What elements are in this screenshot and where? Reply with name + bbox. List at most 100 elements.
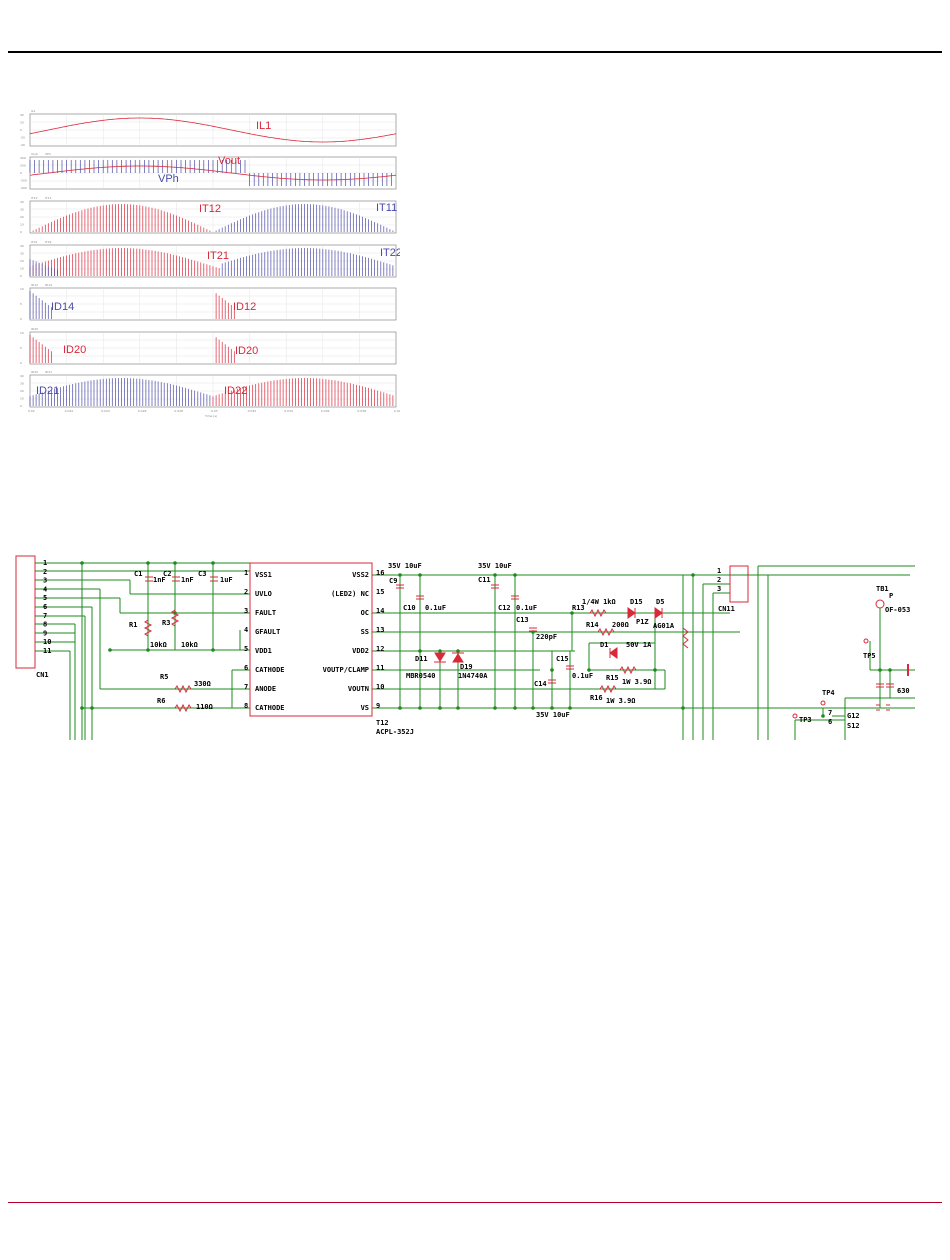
- panel-header-label: ID21: [45, 370, 52, 374]
- ic-pin-number: 9: [376, 702, 380, 710]
- connector-pin-number: 11: [43, 647, 51, 655]
- ic-pin-number: 10: [376, 683, 384, 691]
- ic-pin-name: SS: [361, 628, 369, 636]
- component-label-q_g: G12: [847, 712, 860, 720]
- y-tick-label: 40: [20, 244, 24, 248]
- component-label-d15: D15: [630, 598, 643, 606]
- ic-pin-number: 5: [244, 645, 248, 653]
- component-label-c630: 630: [897, 687, 910, 695]
- y-tick-label: 10: [20, 223, 24, 227]
- trace-label: ID12: [233, 301, 256, 313]
- connector-pin-number: 8: [43, 621, 47, 629]
- y-tick-label: 0: [20, 171, 22, 175]
- component-label-d11v: MBR0540: [406, 672, 436, 680]
- component-label-tp3: TP3: [799, 716, 812, 724]
- y-tick-label: 30: [20, 208, 24, 212]
- trace-label: IT11: [376, 202, 397, 214]
- component-label-tb1p: P: [889, 592, 893, 600]
- component-label-c3v: 1uF: [220, 576, 233, 584]
- connector-pin-number: 3: [717, 585, 721, 593]
- panel-header-label: VPh: [45, 152, 51, 156]
- ic-pin-name: FAULT: [255, 609, 276, 617]
- ic-ref: T12: [376, 719, 389, 727]
- trace-label: IT22: [380, 247, 400, 259]
- component-label-c11: C11: [478, 576, 491, 584]
- component-label-r1v: 10kΩ: [150, 641, 167, 649]
- component-label-d5v: AG01A: [653, 622, 675, 630]
- panel-header-label: ID20: [31, 327, 38, 331]
- ic-pin-name: VOUTN: [348, 685, 369, 693]
- ic-pin-name: (LED2) NC: [331, 590, 369, 598]
- y-tick-label: 40: [20, 200, 24, 204]
- connector-pin-number: 3: [43, 577, 47, 585]
- ic-pin-name: VSS1: [255, 571, 272, 579]
- ic-pin-name: VOUTP/CLAMP: [323, 666, 369, 674]
- header-rule: [8, 51, 942, 53]
- ic-pin-name: UVLO: [255, 590, 272, 598]
- ic-pin-number: 8: [244, 702, 248, 710]
- component-label-r3: R3: [162, 619, 170, 627]
- x-tick-label: 0.032: [248, 409, 257, 413]
- ic-pin-name: VSS2: [352, 571, 369, 579]
- x-tick-label: 0.034: [284, 409, 293, 413]
- component-label-c12: C12: [498, 604, 511, 612]
- component-label-c1v: 1nF: [153, 576, 166, 584]
- component-outlines: [15, 555, 909, 719]
- ic-pin-number: 2: [244, 588, 248, 596]
- y-tick-label: 5: [20, 302, 22, 306]
- ic-pin-number: 12: [376, 645, 384, 653]
- trace-label: ID14: [51, 301, 74, 313]
- x-tick-label: 0.02: [28, 409, 35, 413]
- trace: [29, 165, 397, 181]
- y-tick-label: 20: [20, 121, 24, 125]
- component-label-c13: C13: [516, 616, 529, 624]
- trace: [29, 335, 52, 363]
- panel-header-label: IT12: [31, 196, 38, 200]
- trace-label: IT12: [199, 203, 221, 215]
- trace: [221, 248, 394, 276]
- ic-pin-number: 11: [376, 664, 384, 672]
- footer-rule: [8, 1202, 942, 1203]
- y-tick-label: 20: [20, 259, 24, 263]
- y-tick-label: 0: [20, 128, 22, 132]
- ic-pin-name: VS: [361, 704, 369, 712]
- ic-pin-number: 6: [244, 664, 248, 672]
- connector-pin-number: 5: [43, 594, 47, 602]
- x-tick-label: 0.024: [101, 409, 110, 413]
- component-label-r5v: 330Ω: [194, 680, 211, 688]
- component-label-c15v: 0.1uF: [572, 672, 593, 680]
- panel-header-label: IL1: [31, 109, 36, 113]
- component-label-c9v: 35V 10uF: [388, 562, 422, 570]
- connector-ref: CN1: [36, 671, 49, 679]
- y-tick-label: -20: [20, 136, 25, 140]
- component-label-r3v: 10kΩ: [181, 641, 198, 649]
- trace-label: ID22: [224, 385, 247, 397]
- ic-pin-number: 1: [244, 569, 248, 577]
- y-tick-label: 0: [20, 230, 22, 234]
- trace-label: ID20: [63, 344, 86, 356]
- connector-pin-number: 1: [717, 567, 721, 575]
- trace-label: ID21: [36, 385, 59, 397]
- connector-pin-number: 2: [43, 568, 47, 576]
- x-tick-label: 0.038: [357, 409, 366, 413]
- y-tick-label: 20: [20, 215, 24, 219]
- ic-pin-number: 3: [244, 607, 248, 615]
- x-axis-label: Time (s): [204, 414, 217, 418]
- component-label-r16v: 1W 3.9Ω: [606, 697, 636, 705]
- y-tick-label: 10: [20, 287, 24, 291]
- component-label-d19: D19: [460, 663, 473, 671]
- y-tick-label: 5: [20, 346, 22, 350]
- panel-header-label: IT21: [31, 240, 38, 244]
- ic-pin-name: VDD2: [352, 647, 369, 655]
- ic-part-number: ACPL-352J: [376, 728, 414, 736]
- trace: [212, 378, 394, 406]
- component-label-tp5: TP5: [863, 652, 876, 660]
- component-label-c10: C10: [403, 604, 416, 612]
- x-tick-label: 0.04: [394, 409, 400, 413]
- trace-label: ID20: [235, 345, 258, 357]
- ic-pin-name: VDD1: [255, 647, 272, 655]
- component-label-c14v: 35V 10uF: [536, 711, 570, 719]
- trace: [29, 378, 211, 406]
